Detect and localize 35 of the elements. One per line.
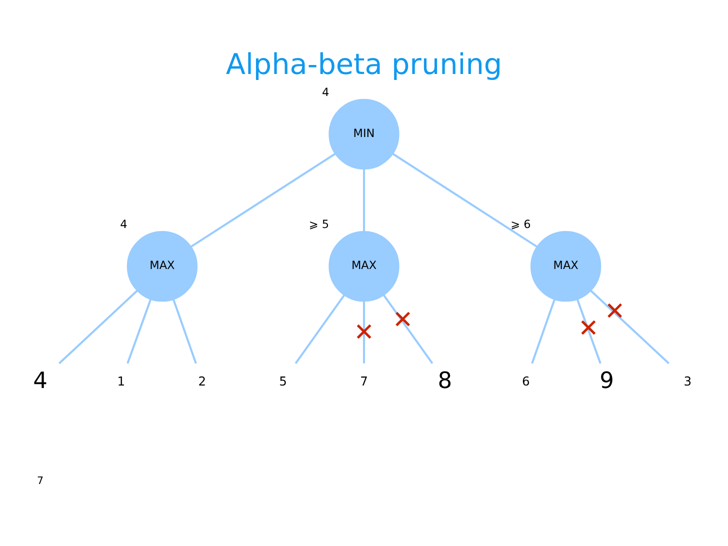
edge-label: ✕ — [604, 296, 626, 325]
node-circle: MAX — [328, 230, 400, 302]
connector — [362, 300, 366, 363]
node-label: ⩾ 6 — [510, 218, 531, 231]
node-text: 8 — [438, 367, 452, 394]
node-text: 3 — [684, 374, 692, 388]
node-text: 6 — [522, 374, 530, 388]
node-label: 4 — [322, 86, 330, 99]
node-label: 4 — [120, 218, 128, 231]
node-label: ⩾ 5 — [308, 218, 330, 231]
connector — [126, 298, 152, 364]
edge-label: ✕ — [354, 316, 374, 346]
edge-label: ✕ — [392, 304, 414, 334]
node-text: 9 — [600, 367, 614, 394]
connector — [576, 298, 602, 364]
label: 7 — [37, 474, 44, 487]
node-text: 2 — [198, 374, 206, 388]
node-text: 5 — [279, 374, 287, 388]
node-text: 1 — [117, 374, 126, 388]
connector — [531, 298, 556, 364]
node-text: 4 — [33, 367, 48, 394]
diagram-title: Alpha-beta pruning — [226, 46, 502, 81]
connector — [382, 294, 434, 364]
connector — [590, 289, 670, 364]
connector — [58, 289, 138, 364]
node-circle: MAX — [530, 230, 602, 302]
connector — [172, 298, 197, 364]
connector — [294, 294, 346, 364]
node-circle: MIN — [328, 98, 400, 170]
connector — [190, 152, 336, 248]
node-text: 7 — [360, 374, 368, 388]
node-circle: MAX — [126, 230, 198, 302]
edge-label: ✕ — [578, 313, 599, 342]
connector — [362, 168, 366, 231]
connector — [392, 152, 538, 248]
